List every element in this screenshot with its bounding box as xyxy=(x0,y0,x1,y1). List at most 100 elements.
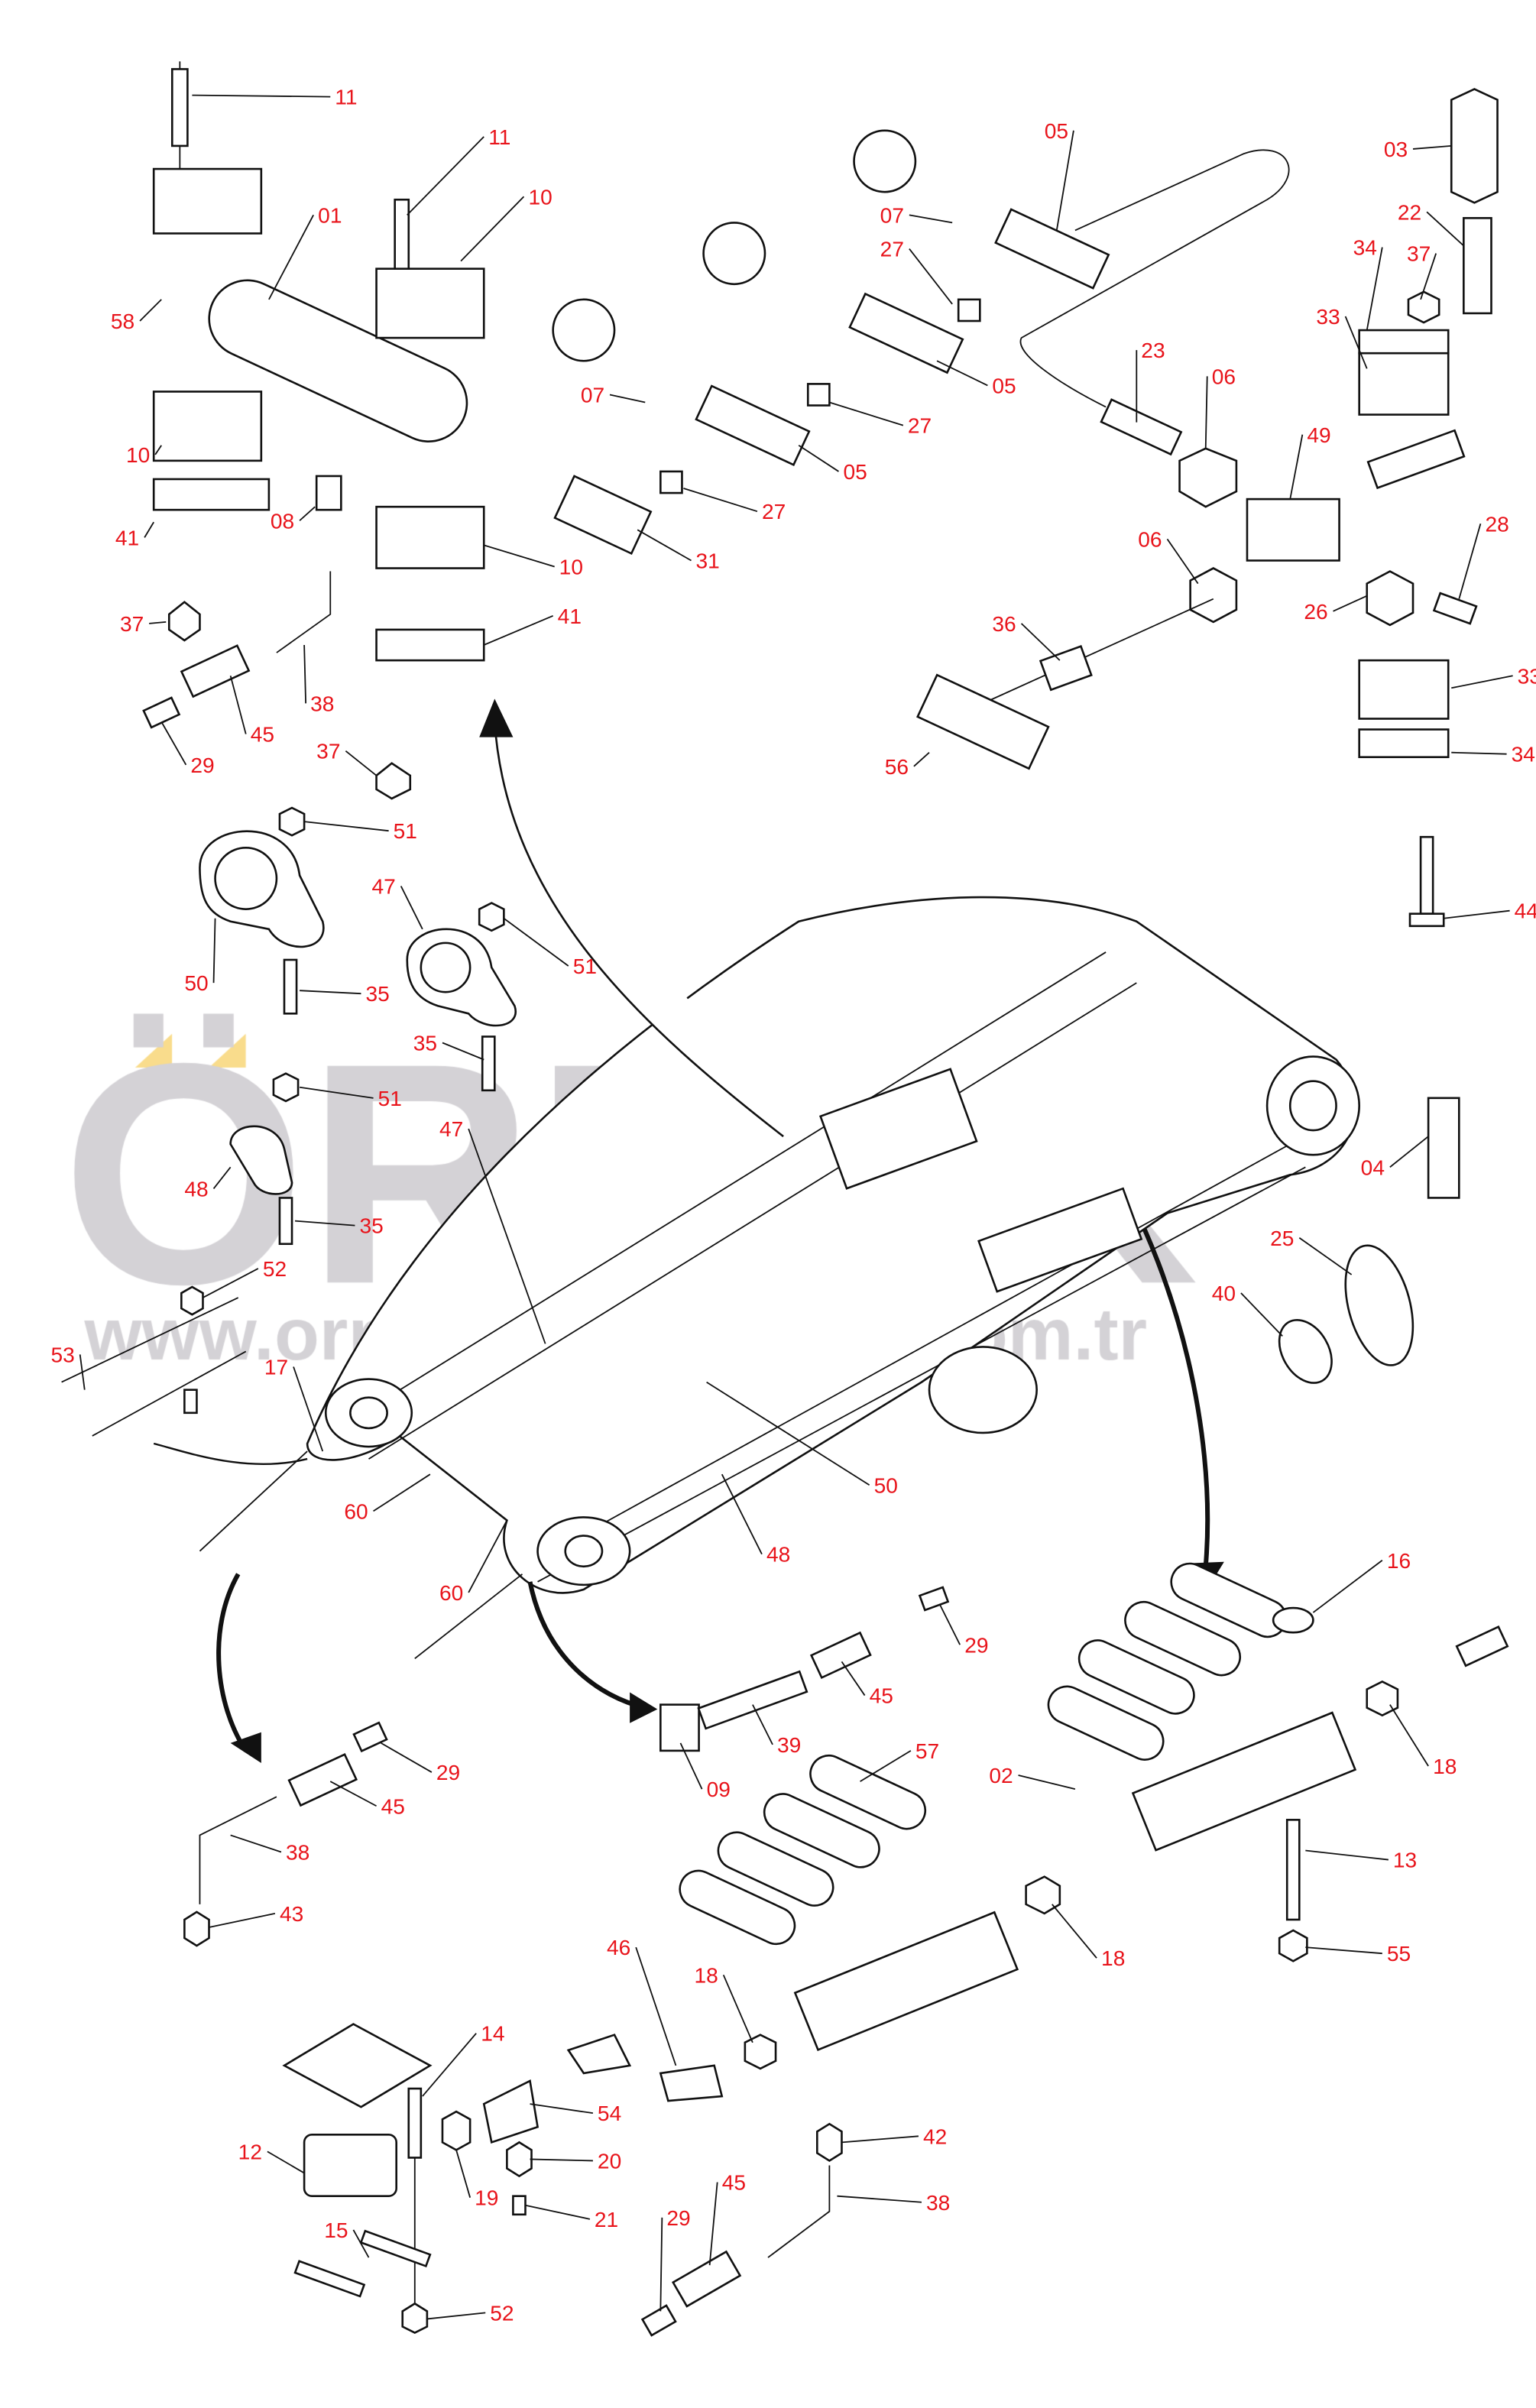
leader-line xyxy=(329,1781,377,1807)
part-number-label: 43 xyxy=(280,1902,303,1926)
part-number-label: 06 xyxy=(1138,527,1162,551)
leader-line xyxy=(1389,1704,1429,1767)
part-number-label: 40 xyxy=(1212,1282,1236,1305)
part-number-label: 27 xyxy=(762,500,786,523)
boom-assembly xyxy=(153,698,1360,1763)
leader-line xyxy=(468,1128,546,1344)
part-number-label: 18 xyxy=(695,1963,718,1987)
leader-line xyxy=(144,521,154,538)
leader-line xyxy=(1344,316,1368,369)
leader-line xyxy=(294,1220,355,1227)
leader-line xyxy=(1305,1946,1382,1955)
top-parts xyxy=(142,61,1499,928)
part-number-label: 41 xyxy=(558,604,582,628)
leader-line xyxy=(1166,538,1199,585)
leader-line xyxy=(154,445,162,455)
leader-line xyxy=(913,752,930,767)
part-number-label: 02 xyxy=(989,1764,1013,1787)
leader-line xyxy=(708,2182,718,2266)
leader-line xyxy=(841,2135,919,2144)
part-number-label: 48 xyxy=(184,1177,208,1201)
part-number-label: 60 xyxy=(344,1499,368,1523)
leader-line xyxy=(299,506,316,521)
part-number-label: 55 xyxy=(1387,1942,1411,1966)
leader-line xyxy=(837,2195,922,2203)
leader-line xyxy=(530,2158,593,2162)
part-number-label: 21 xyxy=(595,2208,618,2231)
leader-line xyxy=(706,1381,870,1486)
leader-line xyxy=(752,1704,773,1745)
part-number-label: 37 xyxy=(120,612,144,636)
part-number-label: 10 xyxy=(559,556,583,579)
part-number-label: 15 xyxy=(324,2218,348,2242)
leader-line xyxy=(1312,1559,1383,1613)
leader-line xyxy=(1426,211,1464,247)
part-number-label: 45 xyxy=(722,2171,746,2195)
leader-line xyxy=(1240,1292,1283,1337)
part-number-label: 07 xyxy=(581,384,604,407)
part-number-label: 38 xyxy=(310,692,334,715)
part-number-label: 18 xyxy=(1433,1755,1457,1778)
part-number-label: 37 xyxy=(316,740,340,763)
part-number-label: 27 xyxy=(880,238,904,261)
leader-line xyxy=(483,544,555,568)
leader-line xyxy=(841,1661,866,1697)
leader-line xyxy=(1289,434,1304,500)
leader-line xyxy=(683,488,758,513)
leader-line xyxy=(1444,909,1510,919)
leader-line xyxy=(373,1473,431,1512)
part-number-label: 48 xyxy=(766,1543,790,1567)
part-number-label: 11 xyxy=(488,125,510,149)
distributor-parts xyxy=(183,1562,1509,2337)
leader-line xyxy=(635,1946,677,2066)
leader-line xyxy=(1305,1849,1389,1861)
leader-line xyxy=(829,401,904,426)
leader-line xyxy=(1333,595,1368,612)
leader-line xyxy=(299,1086,374,1099)
leader-line xyxy=(268,214,314,300)
part-number-label: 45 xyxy=(381,1794,405,1818)
leader-line xyxy=(352,2229,370,2258)
leader-line xyxy=(1018,1774,1076,1791)
part-number-label: 51 xyxy=(573,954,597,978)
part-number-label: 25 xyxy=(1270,1227,1294,1250)
part-number-label: 29 xyxy=(436,1761,460,1784)
leader-line xyxy=(230,1834,282,1853)
part-number-label: 05 xyxy=(843,460,867,484)
leader-line xyxy=(909,248,953,305)
part-number-label: 52 xyxy=(263,1257,287,1281)
part-number-label: 42 xyxy=(923,2124,947,2148)
part-number-label: 38 xyxy=(926,2191,950,2215)
leader-line xyxy=(1420,253,1437,300)
part-number-label: 45 xyxy=(870,1684,893,1708)
leader-line xyxy=(1055,130,1074,231)
part-number-label: 29 xyxy=(964,1633,988,1657)
leader-line xyxy=(300,990,361,995)
part-number-label: 37 xyxy=(1407,242,1431,266)
leader-line xyxy=(721,1473,763,1555)
part-number-label: 18 xyxy=(1101,1946,1125,1970)
part-number-label: 34 xyxy=(1353,236,1377,260)
leader-line xyxy=(1458,523,1482,599)
part-number-label: 05 xyxy=(1045,119,1068,143)
part-number-label: 35 xyxy=(413,1032,437,1055)
leader-line xyxy=(1052,1904,1097,1959)
clamp-parts xyxy=(61,806,1460,1437)
leader-line xyxy=(212,1166,232,1189)
part-number-label: 56 xyxy=(885,755,909,779)
leader-line xyxy=(1412,145,1452,150)
part-number-label: 45 xyxy=(251,723,274,747)
leader-line xyxy=(267,2150,305,2174)
leader-line xyxy=(525,2204,591,2220)
part-number-label: 27 xyxy=(908,414,932,438)
part-number-label: 47 xyxy=(439,1117,463,1141)
leader-line xyxy=(1451,675,1513,689)
part-number-label: 16 xyxy=(1387,1549,1411,1573)
leader-line xyxy=(139,299,162,322)
leader-line xyxy=(860,1750,912,1782)
leader-line xyxy=(530,2103,594,2115)
part-number-label: 29 xyxy=(190,754,214,777)
part-number-label: 33 xyxy=(1316,305,1340,329)
